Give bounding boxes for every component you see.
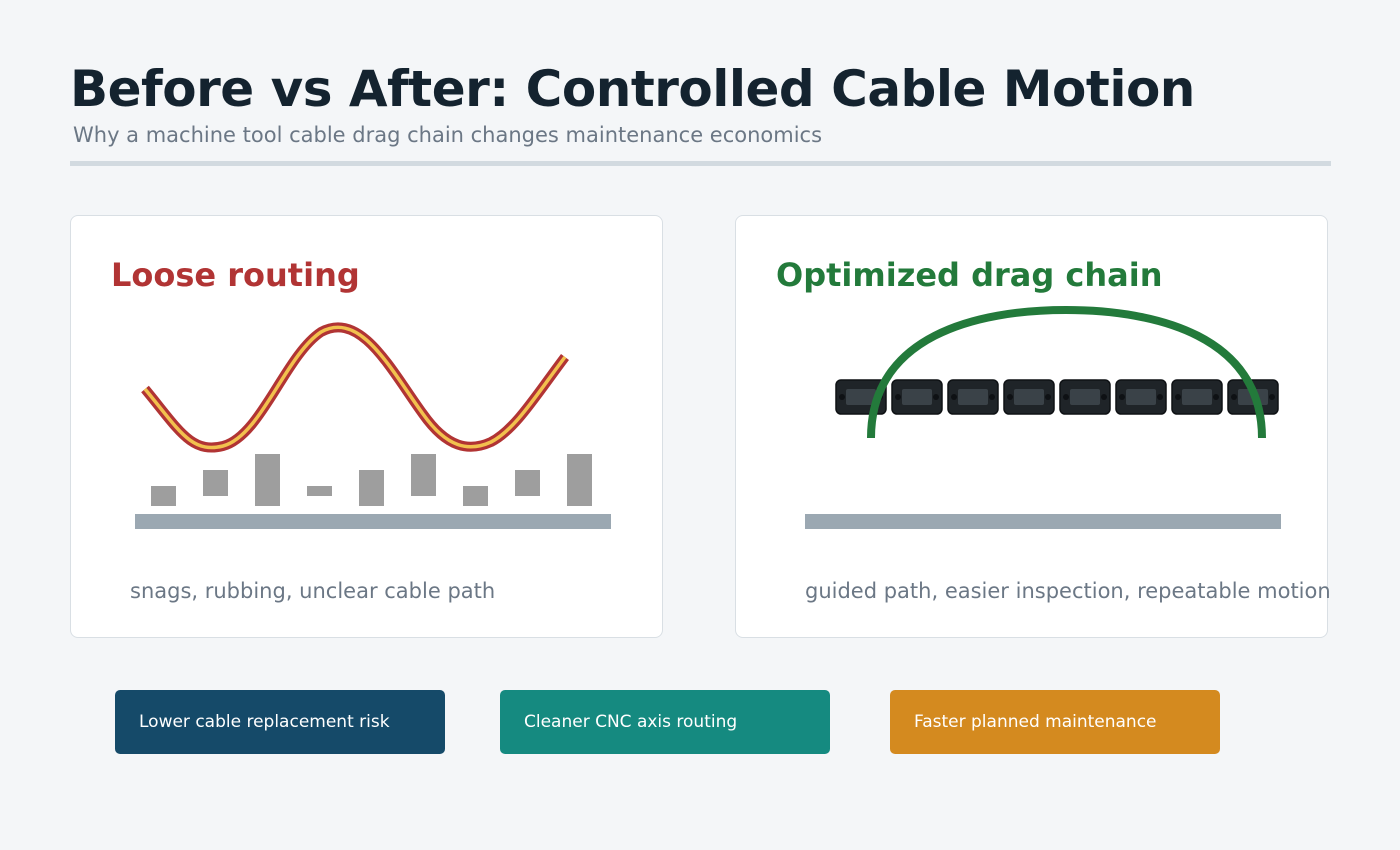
chain-link-window	[1014, 389, 1044, 405]
benefit-tag-label: Cleaner CNC axis routing	[524, 712, 738, 732]
chain-link-window	[1182, 389, 1212, 405]
chain-link-pin	[1045, 394, 1051, 400]
chain-link-pin	[1213, 394, 1219, 400]
debris-block	[463, 486, 488, 506]
chain-link	[947, 379, 999, 415]
debris-block	[515, 470, 540, 496]
chain-link-window	[958, 389, 988, 405]
debris-block	[151, 486, 176, 506]
chain-link-pin	[1101, 394, 1107, 400]
chain-link-window	[1126, 389, 1156, 405]
chain-link-pin	[1175, 394, 1181, 400]
tangled-cable-icon	[135, 322, 611, 529]
chain-link-window	[1070, 389, 1100, 405]
header-divider	[70, 161, 1331, 166]
chain-link-pin	[1157, 394, 1163, 400]
chain-link	[1115, 379, 1167, 415]
chain-link-window	[846, 389, 876, 405]
debris-block	[255, 454, 280, 506]
debris-block	[203, 470, 228, 496]
debris-block	[567, 454, 592, 506]
benefit-tag-cnc-routing: Cleaner CNC axis routing	[500, 690, 830, 754]
chain-link-pin	[1119, 394, 1125, 400]
page-subtitle: Why a machine tool cable drag chain chan…	[73, 123, 823, 147]
chain-link-pin	[839, 394, 845, 400]
chain-link-window	[902, 389, 932, 405]
chain-link-pin	[895, 394, 901, 400]
chain-link-pin	[1007, 394, 1013, 400]
chain-link-pin	[1269, 394, 1275, 400]
drag-chain-icon	[805, 305, 1281, 529]
chain-link-pin	[1063, 394, 1069, 400]
debris-block	[359, 470, 384, 506]
chain-link	[891, 379, 943, 415]
chain-link-pin	[1231, 394, 1237, 400]
page-title: Before vs After: Controlled Cable Motion	[70, 60, 1195, 118]
debris-blocks	[151, 454, 592, 506]
guided-cable-arc	[867, 305, 1266, 439]
benefit-tag-cable-risk: Lower cable replacement risk	[115, 690, 445, 754]
debris-block	[307, 486, 332, 496]
drag-chain-links	[835, 379, 1279, 415]
loose-cable-inner	[143, 325, 567, 450]
chain-link-pin	[933, 394, 939, 400]
chain-link-pin	[989, 394, 995, 400]
machine-rail	[135, 514, 611, 529]
before-panel-caption: snags, rubbing, unclear cable path	[130, 579, 496, 603]
debris-block	[411, 454, 436, 496]
machine-rail	[805, 514, 1281, 529]
after-panel: Optimized drag chain guided path, easier…	[735, 215, 1331, 638]
benefit-tag-label: Lower cable replacement risk	[139, 712, 390, 732]
chain-link	[1171, 379, 1223, 415]
chain-link-pin	[951, 394, 957, 400]
after-panel-caption: guided path, easier inspection, repeatab…	[805, 579, 1331, 603]
chain-link	[1003, 379, 1055, 415]
benefit-tag-maintenance: Faster planned maintenance	[890, 690, 1220, 754]
chain-link	[1059, 379, 1111, 415]
benefit-tag-label: Faster planned maintenance	[914, 712, 1157, 732]
loose-cable-outer	[141, 322, 569, 453]
before-panel: Loose routing snags, rubbing, unclear ca…	[70, 215, 663, 638]
benefit-tags: Lower cable replacement risk Cleaner CNC…	[0, 690, 1400, 756]
after-panel-title: Optimized drag chain	[776, 256, 1163, 294]
before-panel-title: Loose routing	[111, 256, 360, 294]
